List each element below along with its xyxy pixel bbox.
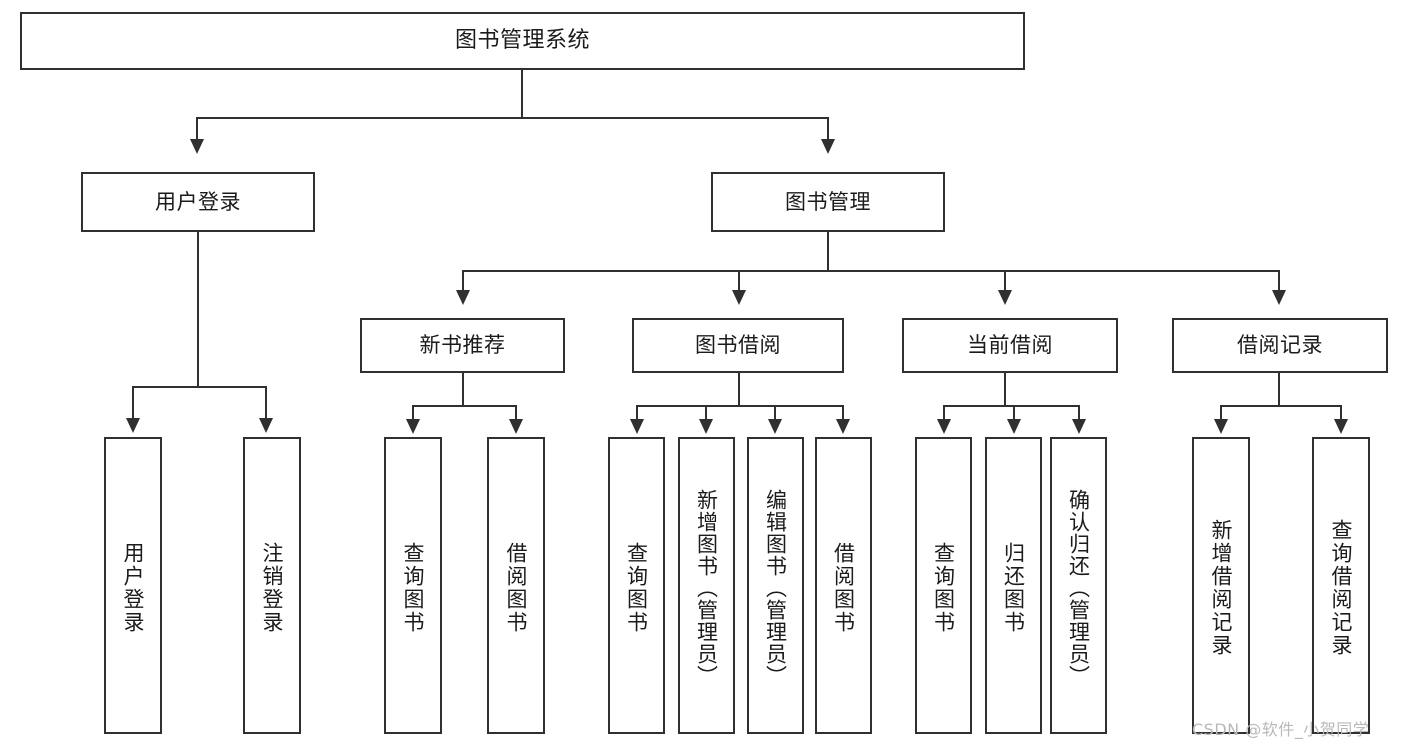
connector-current-borrow-bus: [943, 405, 1079, 407]
arrow-to-leaf-edit-book: [768, 419, 782, 434]
connector-borrow-record-bus: [1220, 405, 1342, 407]
leaf-user-login[interactable]: 用户登录: [104, 437, 162, 734]
leaf-edit-book[interactable]: 编辑图书（管理员）: [747, 437, 804, 734]
node-label: 图书借阅: [695, 333, 781, 358]
connector-drop-new-book-recommend: [462, 270, 464, 293]
node-current-borrow[interactable]: 当前借阅: [902, 318, 1118, 373]
arrow-to-borrow-record: [1272, 290, 1286, 305]
node-label: 借阅图书: [831, 541, 856, 634]
connector-drop-leaf-add-book: [705, 405, 707, 422]
connector-drop-leaf-borrow-book-1: [515, 405, 517, 422]
connector-new-book-recommend-bus: [412, 405, 516, 407]
node-label: 图书管理: [785, 189, 871, 214]
connector-drop-leaf-return-book: [1013, 405, 1015, 422]
arrow-to-leaf-user-login: [126, 418, 140, 433]
node-label: 新增借阅记录: [1209, 518, 1234, 657]
node-user-login[interactable]: 用户登录: [81, 172, 315, 232]
arrow-to-leaf-borrow-book-2: [836, 419, 850, 434]
arrow-to-leaf-query-book-2: [630, 419, 644, 434]
node-label: 用户登录: [121, 541, 146, 634]
connector-book-borrow-bus: [636, 405, 844, 407]
connector-drop-leaf-query-book-3: [943, 405, 945, 422]
leaf-query-book-2[interactable]: 查询图书: [608, 437, 665, 734]
connector-drop-leaf-user-login: [132, 386, 134, 421]
connector-drop-leaf-edit-book: [774, 405, 776, 422]
leaf-query-book-1[interactable]: 查询图书: [384, 437, 442, 734]
node-label: 借阅记录: [1237, 333, 1323, 358]
leaf-query-book-3[interactable]: 查询图书: [915, 437, 972, 734]
arrow-to-leaf-query-book-1: [406, 419, 420, 434]
connector-drop-leaf-confirm-return: [1078, 405, 1080, 422]
connector-level2-bus: [196, 117, 829, 119]
arrow-to-new-book-recommend: [456, 290, 470, 305]
connector-new-book-recommend-stem: [462, 373, 464, 406]
arrow-to-book-borrow: [732, 290, 746, 305]
connector-drop-borrow-record: [1278, 270, 1280, 293]
node-label: 用户登录: [155, 189, 241, 214]
arrow-to-leaf-add-book: [699, 419, 713, 434]
connector-book-manage-stem: [827, 232, 829, 271]
connector-drop-book-borrow: [738, 270, 740, 293]
connector-drop-leaf-query-book-1: [412, 405, 414, 422]
node-new-book-recommend[interactable]: 新书推荐: [360, 318, 565, 373]
leaf-borrow-book-1[interactable]: 借阅图书: [487, 437, 545, 734]
arrow-to-leaf-confirm-return: [1072, 419, 1086, 434]
connector-drop-user-login: [196, 117, 198, 142]
connector-current-borrow-stem: [1004, 373, 1006, 406]
leaf-add-record[interactable]: 新增借阅记录: [1192, 437, 1250, 734]
connector-drop-leaf-borrow-book-2: [842, 405, 844, 422]
connector-borrow-record-stem: [1278, 373, 1280, 406]
connector-user-login-bus: [132, 386, 266, 388]
node-label: 编辑图书（管理员）: [763, 488, 788, 687]
connector-drop-leaf-user-logout: [265, 386, 267, 421]
node-label: 图书管理系统: [454, 28, 590, 54]
leaf-borrow-book-2[interactable]: 借阅图书: [815, 437, 872, 734]
arrow-to-user-login: [190, 139, 204, 154]
arrow-to-current-borrow: [998, 290, 1012, 305]
node-book-manage[interactable]: 图书管理: [711, 172, 945, 232]
node-book-borrow[interactable]: 图书借阅: [632, 318, 844, 373]
node-label: 当前借阅: [967, 333, 1053, 358]
connector-user-login-stem: [197, 232, 199, 387]
arrow-to-leaf-query-book-3: [937, 419, 951, 434]
node-label: 注销登录: [260, 541, 285, 634]
node-label: 归还图书: [1001, 541, 1026, 634]
arrow-to-leaf-borrow-book-1: [509, 419, 523, 434]
node-label: 查询图书: [624, 541, 649, 634]
arrow-to-leaf-return-book: [1007, 419, 1021, 434]
node-label: 新书推荐: [419, 333, 506, 358]
connector-root-stem: [521, 70, 523, 118]
arrow-to-leaf-user-logout: [259, 418, 273, 433]
connector-drop-book-manage: [827, 117, 829, 142]
leaf-return-book[interactable]: 归还图书: [985, 437, 1042, 734]
connector-drop-leaf-add-record: [1220, 405, 1222, 422]
leaf-add-book[interactable]: 新增图书（管理员）: [678, 437, 735, 734]
node-label: 查询借阅记录: [1329, 518, 1354, 657]
arrow-to-leaf-add-record: [1214, 419, 1228, 434]
leaf-confirm-return[interactable]: 确认归还（管理员）: [1050, 437, 1107, 734]
node-borrow-record[interactable]: 借阅记录: [1172, 318, 1388, 373]
connector-drop-leaf-query-record: [1340, 405, 1342, 422]
node-label: 查询图书: [401, 541, 426, 634]
arrow-to-leaf-query-record: [1334, 419, 1348, 434]
leaf-user-logout[interactable]: 注销登录: [243, 437, 301, 734]
leaf-query-record[interactable]: 查询借阅记录: [1312, 437, 1370, 734]
connector-level3-bus: [462, 270, 1280, 272]
node-label: 查询图书: [931, 541, 956, 634]
connector-drop-current-borrow: [1004, 270, 1006, 293]
arrow-to-book-manage: [821, 139, 835, 154]
connector-book-borrow-stem: [738, 373, 740, 406]
connector-drop-leaf-query-book-2: [636, 405, 638, 422]
node-root-book-management-system[interactable]: 图书管理系统: [20, 12, 1025, 70]
node-label: 确认归还（管理员）: [1066, 488, 1091, 687]
node-label: 借阅图书: [504, 541, 529, 634]
node-label: 新增图书（管理员）: [694, 488, 719, 687]
